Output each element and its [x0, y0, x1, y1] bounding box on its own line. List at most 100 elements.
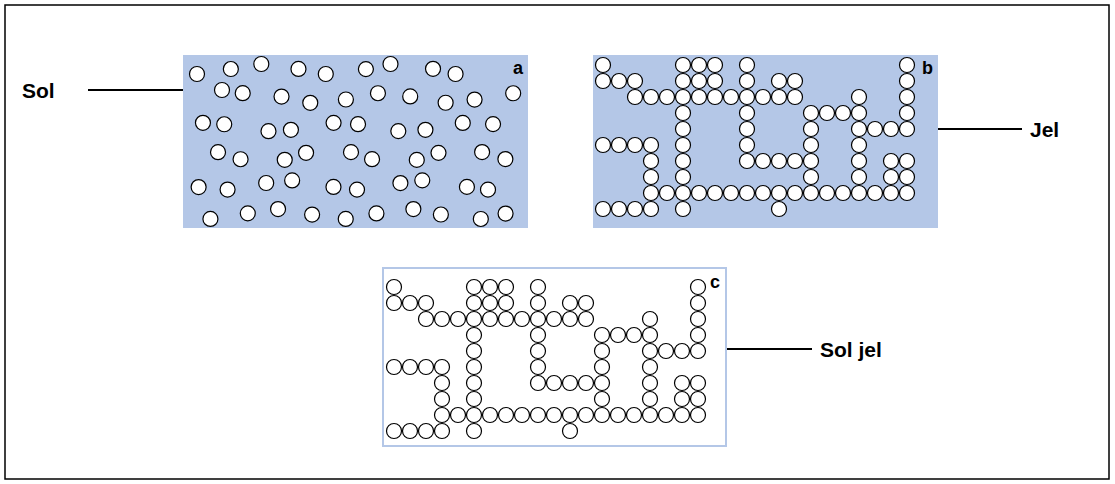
particle [338, 211, 353, 226]
particle [643, 392, 658, 407]
particle [643, 328, 658, 343]
particle [659, 408, 674, 423]
particle [343, 145, 358, 160]
particle [804, 106, 819, 121]
particle [195, 115, 210, 130]
particle [643, 360, 658, 375]
particle [403, 89, 418, 104]
particle [277, 152, 292, 167]
particle [804, 186, 819, 201]
particle [531, 280, 546, 295]
particle [900, 154, 915, 169]
particle [740, 58, 755, 73]
particle [215, 83, 230, 98]
particle [393, 176, 408, 191]
particle [676, 90, 691, 105]
part-label: Sol jel [820, 339, 882, 360]
particle [772, 154, 787, 169]
particle [299, 145, 314, 160]
gel-panel: b [593, 55, 938, 228]
particle [406, 202, 421, 217]
particle [403, 360, 418, 375]
particle [358, 62, 373, 77]
particle [852, 90, 867, 105]
particle [627, 328, 642, 343]
particle [403, 424, 418, 439]
particle [419, 296, 434, 311]
particle [660, 186, 675, 201]
particle [455, 115, 470, 130]
particle [467, 344, 482, 359]
particle [884, 170, 899, 185]
particle [691, 280, 706, 295]
particle [852, 106, 867, 121]
particle [370, 86, 385, 101]
particle [515, 312, 530, 327]
particle [691, 296, 706, 311]
particle [419, 424, 434, 439]
outer-border [5, 5, 1109, 479]
particle [788, 186, 803, 201]
particle [426, 61, 441, 76]
particle [448, 66, 463, 81]
particle [387, 424, 402, 439]
particle [499, 280, 514, 295]
particle [435, 376, 450, 391]
particle [820, 106, 835, 121]
particle [433, 207, 448, 222]
particle [596, 74, 611, 89]
particle [326, 179, 341, 194]
particle [531, 344, 546, 359]
particle [291, 61, 306, 76]
particle [691, 376, 706, 391]
particle [419, 312, 434, 327]
particle [451, 408, 466, 423]
particle [467, 296, 482, 311]
particle [596, 138, 611, 153]
particle [900, 58, 915, 73]
particle [900, 186, 915, 201]
particle [676, 186, 691, 201]
particle [724, 186, 739, 201]
particle [692, 58, 707, 73]
particle [235, 86, 250, 101]
particle [596, 58, 611, 73]
particle [261, 124, 276, 139]
particle [676, 138, 691, 153]
particle [387, 296, 402, 311]
particle [467, 280, 482, 295]
particle [203, 211, 218, 226]
particle [676, 170, 691, 185]
particle [611, 408, 626, 423]
particle [217, 117, 232, 132]
particle [481, 182, 496, 197]
particle [563, 376, 578, 391]
particle [644, 138, 659, 153]
sol-gel-panel: c [382, 267, 727, 447]
particle [740, 74, 755, 89]
particle [644, 90, 659, 105]
particle [254, 57, 269, 72]
particle [391, 124, 406, 139]
particle [804, 122, 819, 137]
particle [756, 90, 771, 105]
particle [499, 408, 514, 423]
particle [643, 344, 658, 359]
particle [804, 154, 819, 169]
particle [190, 67, 205, 82]
particle [579, 376, 594, 391]
panel-letter: b [922, 59, 933, 77]
particle [211, 145, 226, 160]
particle [274, 89, 289, 104]
particle [435, 392, 450, 407]
particle [483, 408, 498, 423]
particle [756, 154, 771, 169]
particle [628, 90, 643, 105]
particle [419, 360, 434, 375]
particle [740, 186, 755, 201]
particle [740, 154, 755, 169]
particle [691, 344, 706, 359]
particle [467, 424, 482, 439]
particle [579, 408, 594, 423]
particle [643, 408, 658, 423]
